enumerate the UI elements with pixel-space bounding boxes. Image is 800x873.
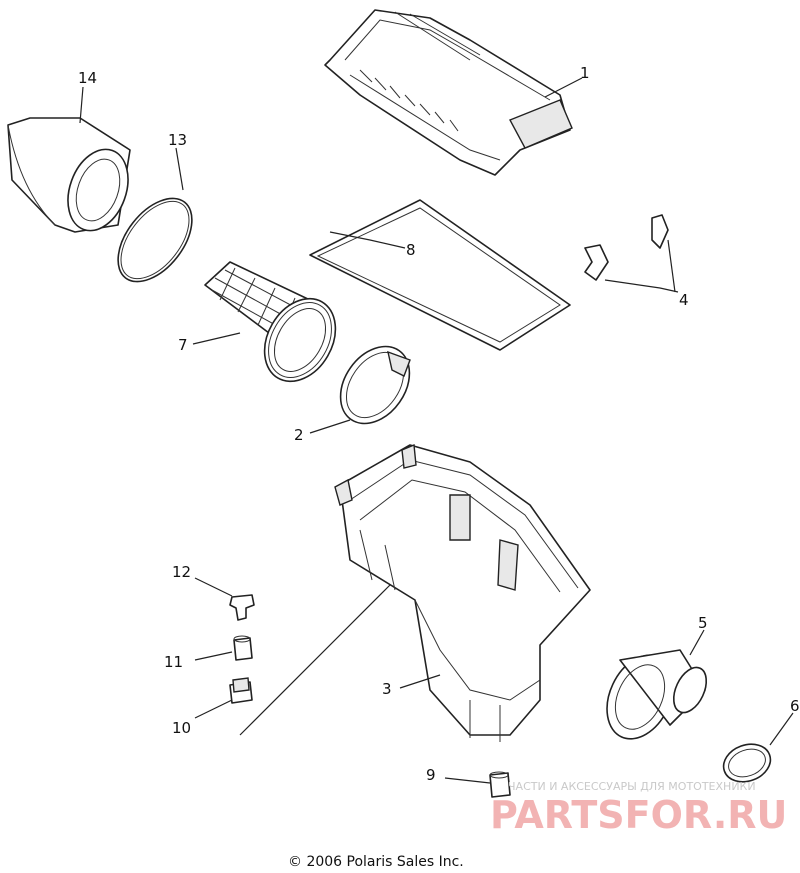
part-13-o-ring bbox=[117, 197, 193, 283]
part-12-screw bbox=[229, 594, 255, 621]
callout-8: 8 bbox=[406, 241, 416, 259]
watermark-brand: PARTSFOR.RU bbox=[490, 793, 787, 837]
callout-12: 12 bbox=[172, 563, 191, 581]
callout-13: 13 bbox=[168, 131, 187, 149]
callout-2: 2 bbox=[294, 426, 304, 444]
callout-labels: 14 13 1 8 4 7 2 3 5 6 9 10 11 12 bbox=[78, 64, 800, 784]
copyright-notice: © 2006 Polaris Sales Inc. bbox=[288, 854, 464, 870]
part-9-drain-plug bbox=[489, 771, 511, 798]
part-6-small-clamp bbox=[722, 743, 772, 783]
watermark: ЧАСТИ И АКСЕССУАРЫ ДЛЯ МОТОТЕХНИКИ PARTS… bbox=[490, 780, 787, 837]
part-10-drain-valve bbox=[229, 677, 253, 704]
part-2-hose-clamp bbox=[339, 345, 411, 425]
callout-11: 11 bbox=[164, 653, 183, 671]
callout-4: 4 bbox=[679, 291, 689, 309]
part-1-airbox-cover bbox=[324, 9, 573, 176]
callout-1: 1 bbox=[580, 64, 590, 82]
part-14-prefilter bbox=[7, 117, 131, 233]
leader-lines bbox=[79, 77, 794, 784]
callout-6: 6 bbox=[790, 697, 800, 715]
part-4-clips bbox=[584, 214, 669, 281]
callout-5: 5 bbox=[698, 614, 708, 632]
watermark-tagline: ЧАСТИ И АКСЕССУАРЫ ДЛЯ МОТОТЕХНИКИ bbox=[508, 780, 756, 793]
callout-10: 10 bbox=[172, 719, 191, 737]
callout-9: 9 bbox=[426, 766, 436, 784]
callout-3: 3 bbox=[382, 680, 392, 698]
part-7-filter-cage bbox=[204, 261, 337, 383]
part-11-spacer bbox=[233, 635, 253, 661]
callout-14: 14 bbox=[78, 69, 97, 87]
part-3-airbox-base bbox=[334, 443, 591, 742]
part-5-outlet-boot bbox=[606, 649, 708, 740]
callout-7: 7 bbox=[178, 336, 188, 354]
part-8-filter-gasket bbox=[309, 199, 571, 351]
